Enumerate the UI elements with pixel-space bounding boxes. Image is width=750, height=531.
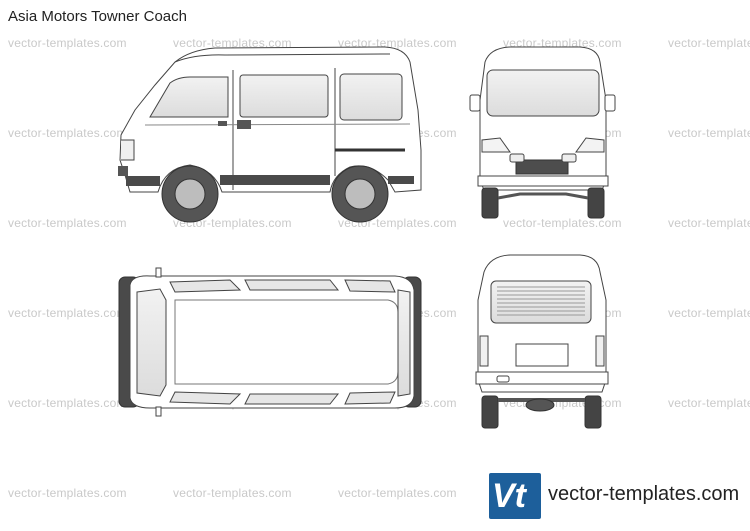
logo-mark: Vt [492, 477, 526, 515]
rear-wheel-right [584, 395, 602, 429]
rear-plate [515, 343, 569, 367]
front-grille [515, 159, 569, 175]
top-view [118, 267, 422, 417]
front-windshield [486, 69, 600, 117]
front-wheel-right [587, 187, 605, 219]
front-view [469, 46, 616, 219]
vector-templates-logo: Vt [489, 473, 541, 519]
side-window-front [149, 76, 229, 118]
site-name[interactable]: vector-templates.com [548, 483, 740, 505]
front-wheel-left [481, 187, 499, 219]
rear-view [475, 254, 609, 429]
page-title: Asia Motors Towner Coach [8, 8, 187, 25]
side-view [118, 46, 422, 223]
side-skirt [220, 175, 330, 185]
rear-wheel-left [481, 395, 499, 429]
side-window-rear [339, 73, 403, 121]
side-window-mid [239, 74, 329, 118]
